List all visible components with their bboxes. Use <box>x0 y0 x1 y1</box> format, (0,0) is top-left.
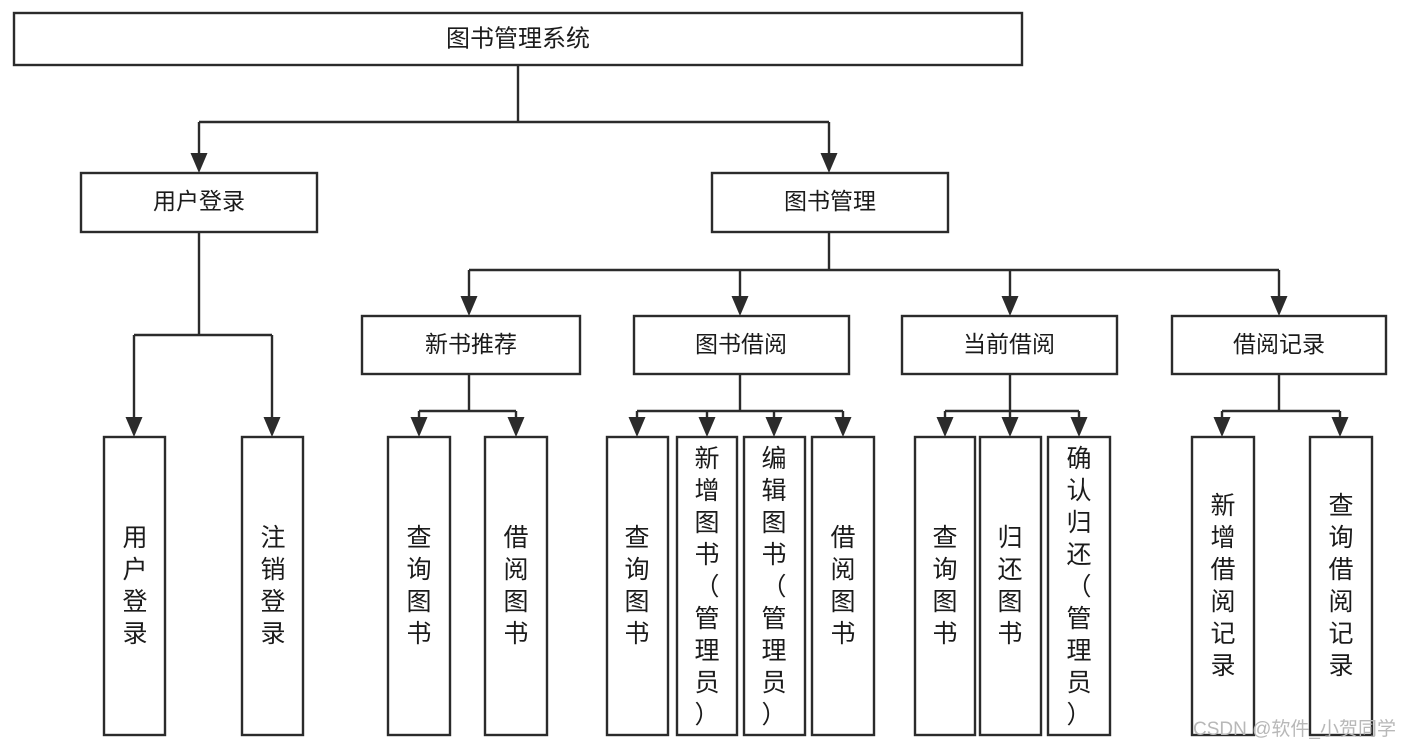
node-book-borrow[interactable]: 图书借阅 <box>632 314 851 376</box>
node-book-management[interactable]: 图书管理 <box>710 171 950 234</box>
node-book-management-box[interactable] <box>710 171 950 234</box>
node-book-management-label: 图书管理 <box>784 188 876 214</box>
connector-layer <box>125 65 1349 437</box>
arrowhead-leaf-return-book <box>1001 417 1019 437</box>
arrowhead-user-login <box>190 153 208 173</box>
leaf-node-borrow-book-new[interactable]: 借阅图书 <box>483 435 549 737</box>
leaf-node-logout-box[interactable] <box>240 435 305 737</box>
watermark-label: CSDN @软件_小贺同学 <box>1193 718 1396 740</box>
leaf-node-borrow-book-box[interactable] <box>810 435 876 737</box>
arrowhead-leaf-confirm-return-admin <box>1070 417 1088 437</box>
node-user-login-label: 用户登录 <box>153 188 245 214</box>
leaf-node-confirm-return-admin-label: 确认归还（管理员） <box>1066 445 1091 729</box>
leaf-node-borrow-book-new-box[interactable] <box>483 435 549 737</box>
connector-bookmgmt-to-level2 <box>460 232 1288 316</box>
node-new-book-recommend-label: 新书推荐 <box>425 331 517 357</box>
node-current-borrow[interactable]: 当前借阅 <box>900 314 1119 376</box>
leaf-node-add-borrow-record[interactable]: 新增借阅记录 <box>1190 435 1256 737</box>
leaf-node-borrow-book-new-label: 借阅图书 <box>503 524 528 648</box>
arrowhead-new-book-recommend <box>460 296 478 316</box>
connector-borrowrecords-to-leaves <box>1213 374 1349 437</box>
connector-bookborrow-to-leaves <box>628 374 852 437</box>
node-root-box[interactable] <box>12 11 1024 67</box>
leaf-node-query-book-borrow-box[interactable] <box>605 435 670 737</box>
connector-currentborrow-to-leaves <box>936 374 1088 437</box>
arrowhead-leaf-query-book-new <box>410 417 428 437</box>
leaf-node-query-book-new-box[interactable] <box>386 435 452 737</box>
arrowhead-leaf-query-borrow-record <box>1331 417 1349 437</box>
arrowhead-leaf-borrow-book <box>834 417 852 437</box>
leaf-node-query-borrow-record-label: 查询借阅记录 <box>1328 492 1353 680</box>
arrowhead-current-borrow <box>1001 296 1019 316</box>
leaf-node-user-login-box[interactable] <box>102 435 167 737</box>
node-new-book-recommend[interactable]: 新书推荐 <box>360 314 582 376</box>
node-book-borrow-label: 图书借阅 <box>695 331 787 357</box>
node-borrow-records[interactable]: 借阅记录 <box>1170 314 1388 376</box>
leaf-node-query-book-current[interactable]: 查询图书 <box>913 435 977 737</box>
node-user-login-box[interactable] <box>79 171 319 234</box>
arrowhead-leaf-add-borrow-record <box>1213 417 1231 437</box>
leaf-node-user-login-label: 用户登录 <box>122 524 147 648</box>
arrowhead-leaf-query-book-current <box>936 417 954 437</box>
node-root-label: 图书管理系统 <box>446 25 590 52</box>
leaf-node-edit-book-admin-box[interactable] <box>742 435 807 737</box>
node-current-borrow-label: 当前借阅 <box>963 331 1055 357</box>
leaf-node-logout-label: 注销登录 <box>260 524 285 648</box>
leaf-node-add-book-admin-box[interactable] <box>675 435 739 737</box>
connector-userlogin-to-leaves <box>125 232 281 437</box>
arrowhead-leaf-borrow-book-new <box>507 417 525 437</box>
arrowhead-leaf-user-login <box>125 417 143 437</box>
leaf-node-query-book-current-label: 查询图书 <box>932 524 957 648</box>
leaf-node-query-borrow-record-box[interactable] <box>1308 435 1374 737</box>
leaf-node-query-book-borrow[interactable]: 查询图书 <box>605 435 670 737</box>
leaf-node-query-book-new[interactable]: 查询图书 <box>386 435 452 737</box>
connector-newbook-to-leaves <box>410 374 525 437</box>
leaf-node-edit-book-admin[interactable]: 编辑图书（管理员） <box>742 435 807 737</box>
leaf-node-return-book-box[interactable] <box>978 435 1043 737</box>
leaf-node-borrow-book[interactable]: 借阅图书 <box>810 435 876 737</box>
arrowhead-leaf-add-book-admin <box>698 417 716 437</box>
node-book-borrow-box[interactable] <box>632 314 851 376</box>
leaf-node-add-book-admin[interactable]: 新增图书（管理员） <box>675 435 739 737</box>
node-new-book-recommend-box[interactable] <box>360 314 582 376</box>
leaf-node-edit-book-admin-label: 编辑图书（管理员） <box>761 445 786 729</box>
leaf-node-query-book-borrow-label: 查询图书 <box>624 524 649 648</box>
leaf-node-add-borrow-record-label: 新增借阅记录 <box>1210 492 1235 680</box>
leaf-node-borrow-book-label: 借阅图书 <box>830 524 855 648</box>
node-borrow-records-label: 借阅记录 <box>1233 331 1325 357</box>
leaf-layer: 用户登录 注销登录 查询图书 借阅图书 查询图书 新增图书（管理员） 编辑图书（… <box>102 435 1374 737</box>
leaf-node-return-book[interactable]: 归还图书 <box>978 435 1043 737</box>
node-root[interactable]: 图书管理系统 <box>12 11 1024 67</box>
leaf-node-confirm-return-admin-box[interactable] <box>1046 435 1112 737</box>
arrowhead-leaf-edit-book-admin <box>765 417 783 437</box>
arrowhead-leaf-query-book-borrow <box>628 417 646 437</box>
leaf-node-return-book-label: 归还图书 <box>997 524 1022 648</box>
leaf-node-query-book-new-label: 查询图书 <box>406 524 431 648</box>
leaf-node-query-book-current-box[interactable] <box>913 435 977 737</box>
arrowhead-book-management <box>820 153 838 173</box>
leaf-node-user-login[interactable]: 用户登录 <box>102 435 167 737</box>
leaf-node-add-borrow-record-box[interactable] <box>1190 435 1256 737</box>
node-borrow-records-box[interactable] <box>1170 314 1388 376</box>
leaf-node-logout[interactable]: 注销登录 <box>240 435 305 737</box>
arrowhead-leaf-logout <box>263 417 281 437</box>
node-user-login[interactable]: 用户登录 <box>79 171 319 234</box>
arrowhead-book-borrow <box>731 296 749 316</box>
leaf-node-query-borrow-record[interactable]: 查询借阅记录 <box>1308 435 1374 737</box>
leaf-node-add-book-admin-label: 新增图书（管理员） <box>694 445 719 729</box>
leaf-node-confirm-return-admin[interactable]: 确认归还（管理员） <box>1046 435 1112 737</box>
node-current-borrow-box[interactable] <box>900 314 1119 376</box>
connector-root-to-level1 <box>190 65 838 173</box>
arrowhead-borrow-records <box>1270 296 1288 316</box>
